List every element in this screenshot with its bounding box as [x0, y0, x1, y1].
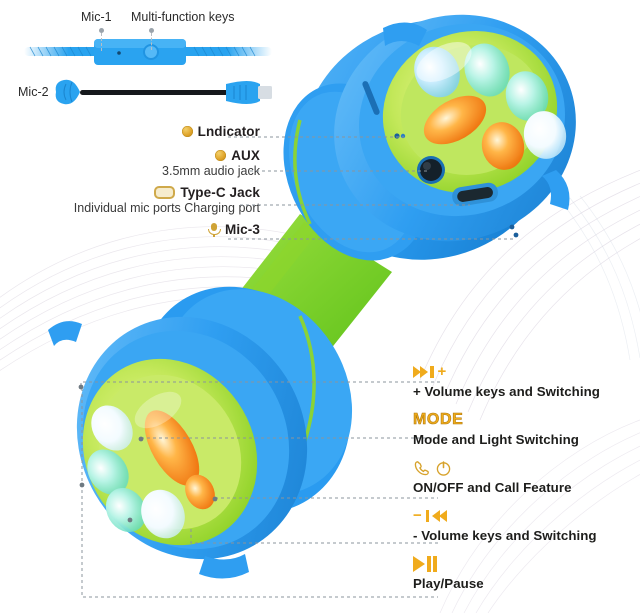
callout-typec-subtitle: Individual mic ports Charging port: [73, 201, 260, 215]
callout-mic3: Mic-3: [0, 222, 260, 237]
cable-leader-mic1: [101, 33, 102, 51]
callout-typec-title: Type-C Jack: [180, 185, 260, 200]
cable-label-mic1: Mic-1: [81, 10, 112, 24]
legend-label-mode: Mode and Light Switching: [413, 432, 579, 447]
inline-cable-diagram: Mic-1 Multi-function keys Mic-2: [18, 6, 288, 116]
mode-glyph: MODE: [413, 411, 464, 428]
power-button-icon: [436, 460, 451, 476]
legend-item-onoff-call: ON/OFF and Call Feature: [413, 458, 640, 495]
left-callout-list: Lndicator AUX 3.5mm audio jack Type-C Ja…: [0, 124, 260, 237]
aux-port-icon: [215, 150, 227, 161]
legend-item-mode: MODE Mode and Light Switching: [413, 410, 640, 447]
next-track-plus-icon: +: [413, 362, 640, 382]
legend-label-volume-down: - Volume keys and Switching: [413, 528, 597, 543]
legend-item-play-pause: Play/Pause: [413, 554, 640, 591]
cable-label-multifunction: Multi-function keys: [131, 10, 235, 24]
callout-aux-title: AUX: [231, 148, 260, 163]
earcup-bottom: [48, 286, 353, 579]
microphone-icon: [208, 222, 222, 237]
indicator-led-icon: [181, 126, 193, 137]
legend-label-play-pause: Play/Pause: [413, 576, 484, 591]
cable-label-mic2: Mic-2: [18, 85, 49, 99]
phone-handset-icon: [414, 460, 429, 475]
right-legend-list: + + Volume keys and Switching MODE Mode …: [413, 362, 640, 591]
cable-dot-multifunction: [149, 28, 154, 33]
callout-aux-subtitle: 3.5mm audio jack: [162, 164, 260, 178]
legend-item-volume-up: + + Volume keys and Switching: [413, 362, 640, 399]
callout-aux: AUX 3.5mm audio jack: [0, 148, 260, 178]
mode-text-icon: MODE: [413, 410, 640, 430]
callout-indicator-title: Lndicator: [197, 124, 260, 139]
phone-power-icon: [413, 458, 640, 478]
callout-typec: Type-C Jack Individual mic ports Chargin…: [0, 185, 260, 215]
callout-mic3-title: Mic-3: [224, 222, 260, 237]
callout-indicator: Lndicator: [0, 124, 260, 139]
cable-svg: [24, 39, 272, 105]
legend-label-onoff-call: ON/OFF and Call Feature: [413, 480, 572, 495]
cable-dot-mic1: [99, 28, 104, 33]
cable-leader-multifunction: [151, 33, 152, 50]
play-pause-icon: [413, 554, 640, 574]
previous-track-minus-icon: −: [413, 506, 640, 526]
type-c-connector-icon: [154, 186, 176, 199]
legend-label-volume-up: + Volume keys and Switching: [413, 384, 600, 399]
earcup-top: [283, 14, 576, 261]
legend-item-volume-down: − - Volume keys and Switching: [413, 506, 640, 543]
